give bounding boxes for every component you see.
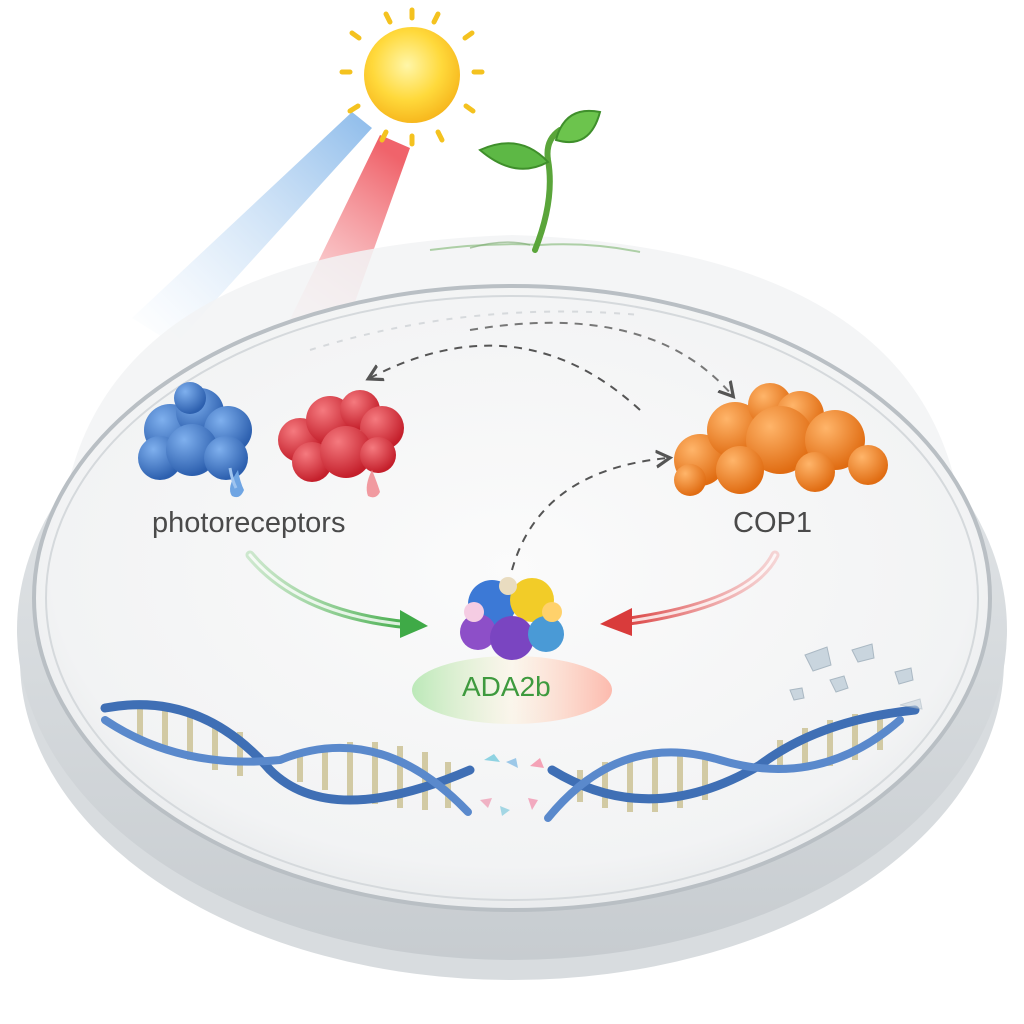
photoreceptors-label: photoreceptors [152, 507, 346, 539]
cop1-label: COP1 [733, 507, 812, 539]
dashed-arrow-ada-to-cop1 [511, 458, 668, 571]
dna-break-fragments [480, 754, 544, 816]
activation-arrow [245, 550, 428, 638]
dna-helix-icon [100, 643, 923, 822]
blue-light-beam [132, 112, 372, 345]
dashed-arrow-to-cop1 [469, 321, 732, 395]
cop1-protein [674, 383, 888, 496]
seedling-icon [429, 109, 641, 253]
ada2b-label: ADA2b [462, 671, 551, 702]
red-photoreceptor [278, 390, 404, 498]
sun-icon [339, 7, 485, 147]
blue-photoreceptor [138, 382, 252, 498]
protein-complex-icon [412, 577, 612, 724]
fragment-shards [789, 643, 923, 710]
inhibition-arrow [600, 550, 780, 636]
